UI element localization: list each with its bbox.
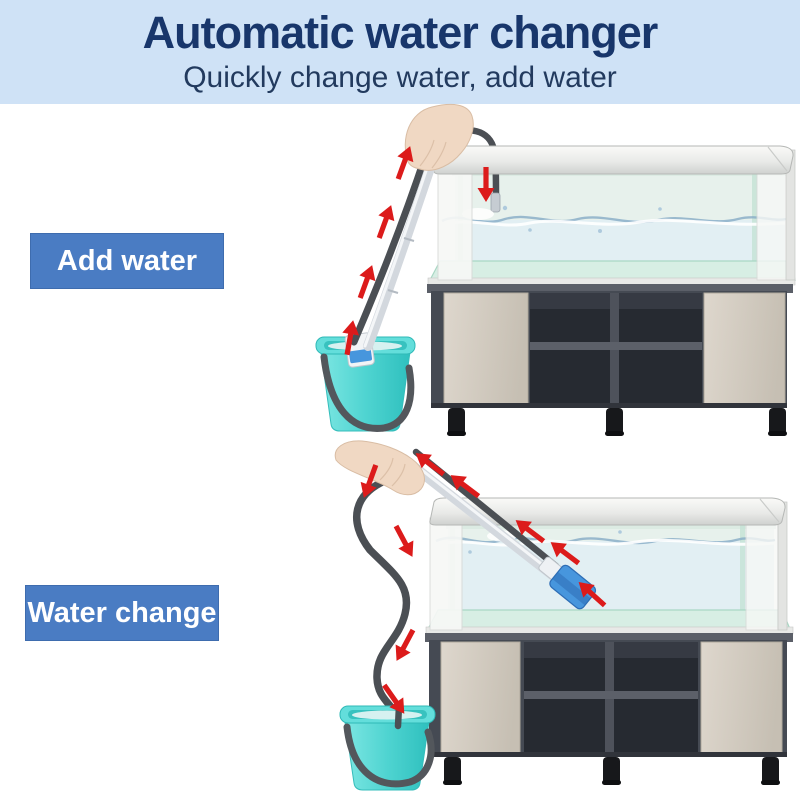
cabinet-stand-2 [425, 633, 793, 785]
bucket-2 [339, 702, 436, 791]
siphon-head [538, 556, 597, 610]
hand-2 [334, 440, 425, 496]
bucket-1 [315, 332, 416, 432]
add-water-label: Add water [30, 233, 224, 289]
scene-water-change [334, 440, 794, 791]
page-subtitle: Quickly change water, add water [183, 61, 617, 94]
scene-add-water [315, 103, 796, 436]
page-title: Automatic water changer [142, 7, 659, 58]
aquarium-tank-2 [425, 497, 794, 635]
hand-1 [404, 103, 474, 171]
cabinet-stand-1 [427, 284, 793, 436]
header-banner: Automatic water changer Quickly change w… [0, 0, 800, 104]
suction-tube-1 [350, 145, 441, 351]
water-change-label: Water change [25, 585, 219, 641]
aquarium-tank-1 [427, 127, 796, 286]
drain-hose-2 [353, 474, 411, 728]
